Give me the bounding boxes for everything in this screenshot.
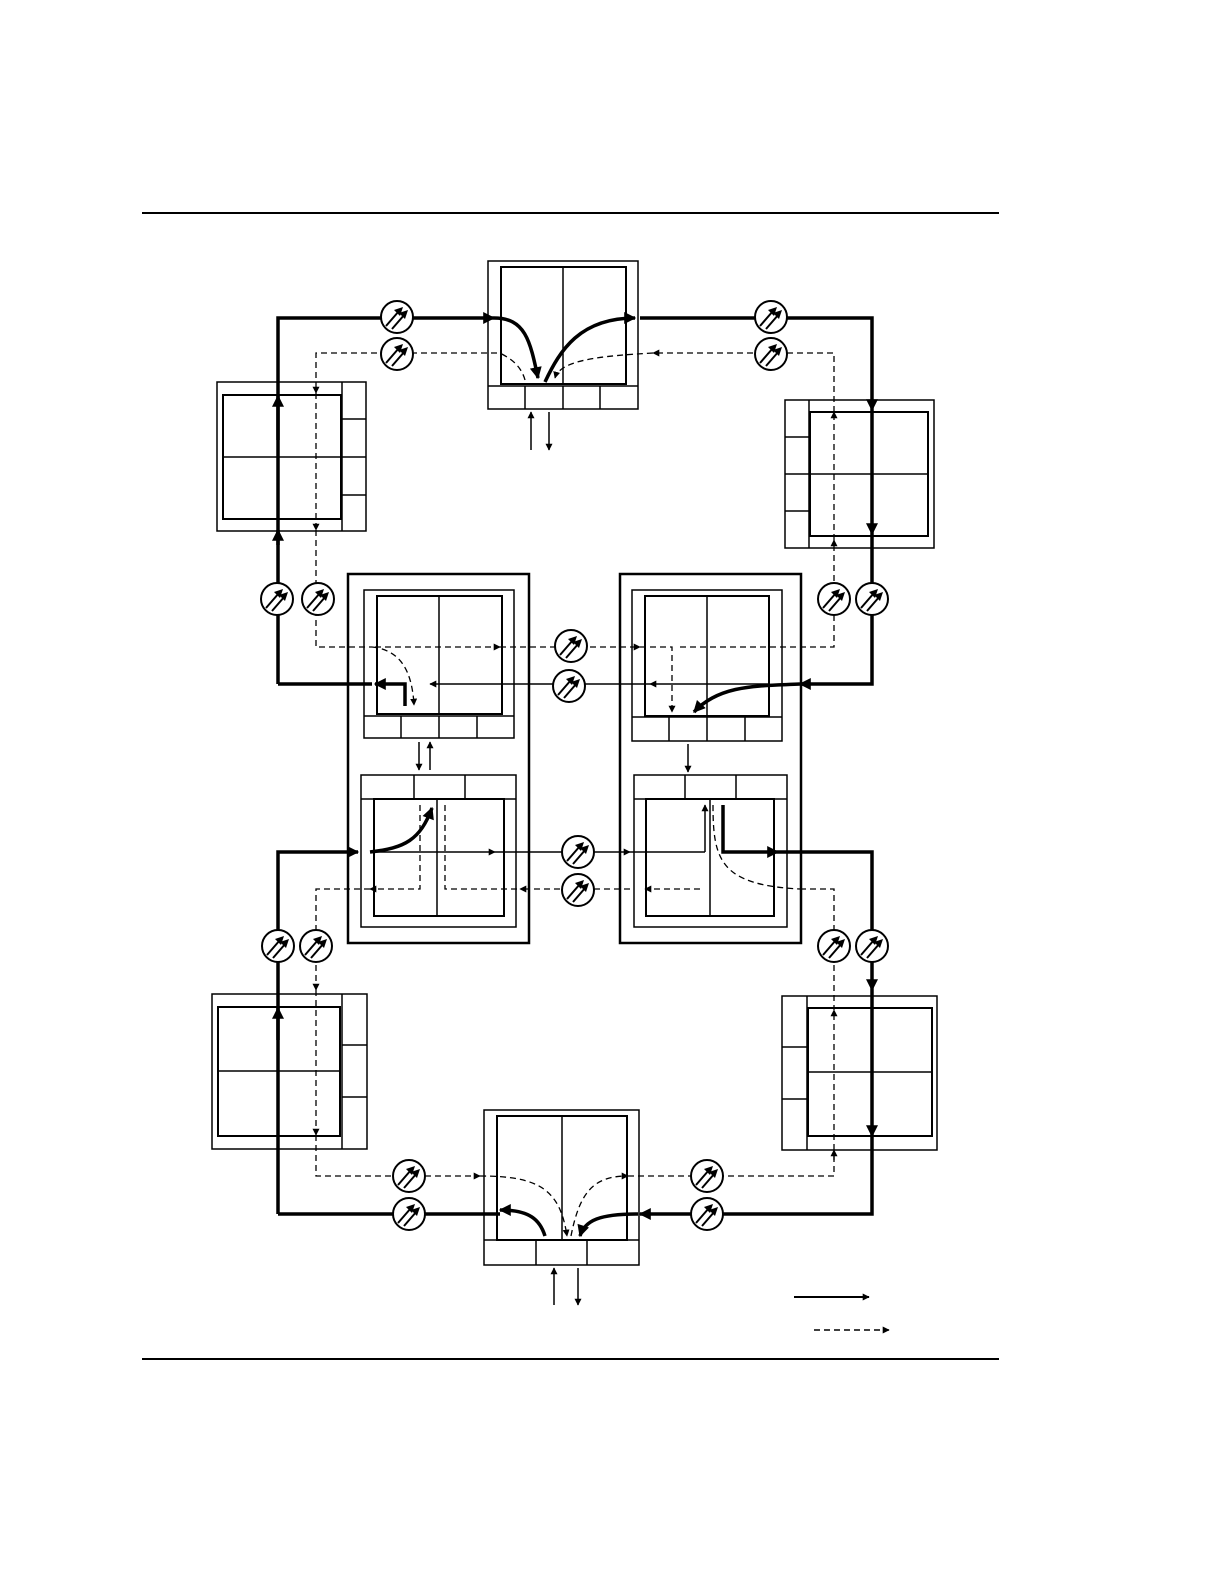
node-center-left [348, 574, 529, 943]
node-upper-left [217, 382, 366, 531]
node-lower-right [782, 996, 937, 1150]
protection-ring-paths [316, 353, 834, 1236]
node-upper-right [785, 400, 934, 548]
node-lower-left [212, 994, 367, 1149]
node-bottom [484, 1110, 639, 1265]
legend [794, 1297, 889, 1330]
node-center-right [620, 574, 801, 943]
node-top [488, 261, 638, 409]
amplifier-icons [261, 301, 888, 1230]
